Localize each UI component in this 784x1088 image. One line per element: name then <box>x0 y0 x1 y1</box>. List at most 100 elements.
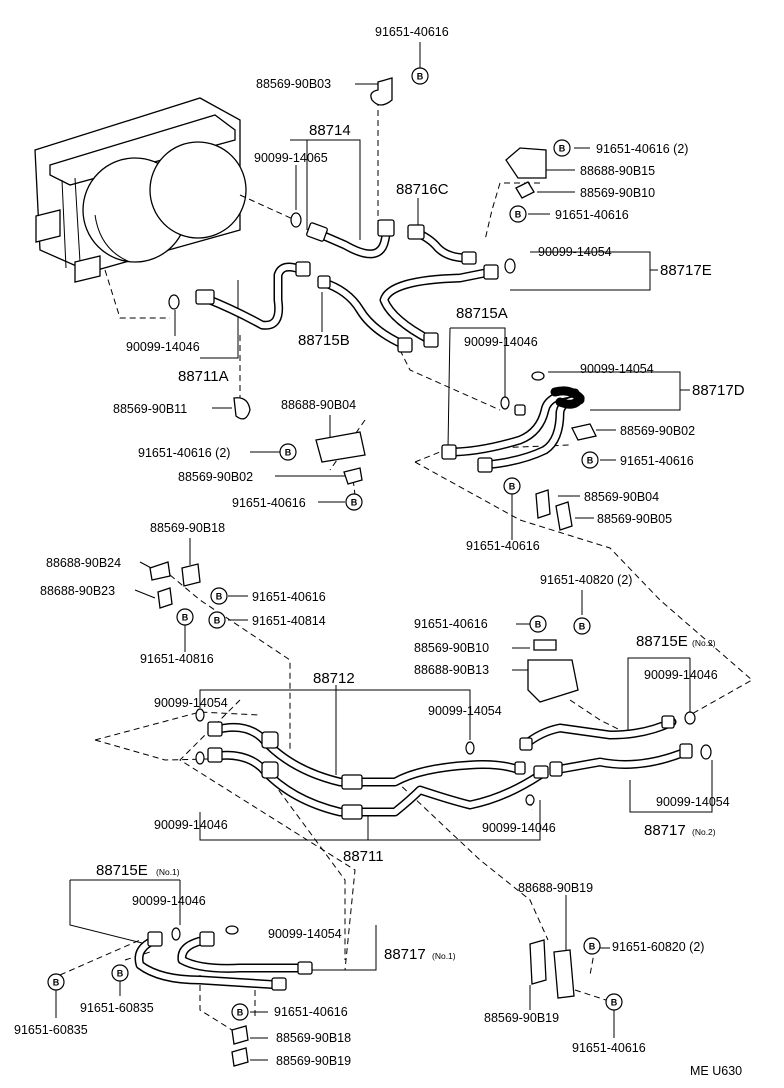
part-label: 91651-40616 <box>232 496 306 510</box>
part-label: 88715E <box>636 633 688 650</box>
bolt-marker-icon: B <box>529 615 547 633</box>
part-label: 88569-90B19 <box>484 1011 559 1025</box>
part-label: 88569-90B04 <box>584 490 659 504</box>
svg-text:B: B <box>535 620 542 630</box>
part-label: 88688-90B19 <box>518 881 593 895</box>
bolt-marker-icon: B <box>176 608 194 626</box>
bolt-marker-icon: B <box>47 973 65 991</box>
part-label: 90099-14054 <box>580 362 654 376</box>
bolt-marker-icon: B <box>573 617 591 635</box>
part-label: 90099-14054 <box>656 795 730 809</box>
bolt-markers: B B B B B B B B B B B B B B B B B <box>47 67 623 1021</box>
footer-code: ME U630 <box>690 1064 742 1078</box>
svg-text:B: B <box>214 616 221 626</box>
svg-text:B: B <box>417 72 424 82</box>
svg-text:B: B <box>285 448 292 458</box>
part-label: 88569-90B02 <box>620 424 695 438</box>
part-label: 90099-14054 <box>538 245 612 259</box>
oil-cooler-illustration <box>34 97 247 283</box>
bolt-marker-icon: B <box>231 1003 249 1021</box>
svg-text:B: B <box>611 998 618 1008</box>
bolt-marker-icon: B <box>208 611 226 629</box>
part-label: 90099-14054 <box>268 927 342 941</box>
part-label: 88569-90B03 <box>256 77 331 91</box>
part-label: (No.1) <box>432 951 456 961</box>
part-label: 88714 <box>309 122 351 139</box>
part-label: 91651-60820 (2) <box>612 940 704 954</box>
part-label: 91651-40616 <box>466 539 540 553</box>
part-label: 88569-90B10 <box>414 641 489 655</box>
part-label: 90099-14054 <box>428 704 502 718</box>
part-label: 91651-60835 <box>80 1001 154 1015</box>
part-label: 91651-40616 (2) <box>596 142 688 156</box>
o-rings <box>168 212 712 941</box>
svg-text:B: B <box>351 498 358 508</box>
part-label: 90099-14046 <box>644 668 718 682</box>
part-label: 88688-90B23 <box>40 584 115 598</box>
part-label: 88688-90B13 <box>414 663 489 677</box>
part-label: 88688-90B04 <box>281 398 356 412</box>
svg-text:B: B <box>53 978 60 988</box>
part-label: (No.2) <box>692 827 716 837</box>
svg-text:B: B <box>216 592 223 602</box>
part-label: 88711 <box>343 848 384 865</box>
part-label: 88716C <box>396 181 449 198</box>
part-labels: 91651-40616 88569-90B03 88714 90099-1406… <box>14 25 745 1078</box>
bolt-marker-icon: B <box>279 443 297 461</box>
part-label: 91651-40820 (2) <box>540 573 632 587</box>
svg-text:B: B <box>509 482 516 492</box>
part-label: 91651-40616 <box>572 1041 646 1055</box>
part-label: 88717 <box>644 822 686 839</box>
part-label: 88715E <box>96 862 148 879</box>
part-label: 90099-14054 <box>154 696 228 710</box>
part-label: (No.2) <box>692 638 716 648</box>
part-label: 91651-40616 <box>375 25 449 39</box>
part-label: 90099-14046 <box>132 894 206 908</box>
svg-text:B: B <box>515 210 522 220</box>
bolt-marker-icon: B <box>509 205 527 223</box>
bolt-marker-icon: B <box>605 993 623 1011</box>
bolt-marker-icon: B <box>210 587 228 605</box>
part-label: 88715B <box>298 332 350 349</box>
part-label: 90099-14046 <box>154 818 228 832</box>
part-label: 88569-90B11 <box>113 402 187 416</box>
part-label: 91651-40814 <box>252 614 326 628</box>
part-label: 91651-40616 (2) <box>138 446 230 460</box>
clamps-and-brackets <box>149 77 597 1067</box>
part-label: 88717E <box>660 262 712 279</box>
part-label: 91651-60835 <box>14 1023 88 1037</box>
part-label: 88569-90B10 <box>580 186 655 200</box>
bolt-marker-icon: B <box>553 139 571 157</box>
part-label: 88715A <box>456 305 508 322</box>
part-label: 88569-90B18 <box>276 1031 351 1045</box>
part-label: 88569-90B19 <box>276 1054 351 1068</box>
part-label: 88717 <box>384 946 426 963</box>
part-label: 91651-40616 <box>620 454 694 468</box>
part-label: (No.1) <box>156 867 180 877</box>
svg-text:B: B <box>182 613 189 623</box>
svg-text:B: B <box>117 969 124 979</box>
pipe-fittings <box>147 219 693 991</box>
part-label: 88569-90B05 <box>597 512 672 526</box>
svg-text:B: B <box>589 942 596 952</box>
part-label: 91651-40616 <box>252 590 326 604</box>
svg-text:B: B <box>559 144 566 154</box>
part-label: 91651-40616 <box>414 617 488 631</box>
part-label: 90099-14046 <box>482 821 556 835</box>
part-label: 88688-90B24 <box>46 556 121 570</box>
part-label: 88712 <box>313 670 355 687</box>
bolt-marker-icon: B <box>411 67 429 85</box>
bolt-marker-icon: B <box>111 964 129 982</box>
svg-text:B: B <box>237 1008 244 1018</box>
part-label: 91651-40616 <box>274 1005 348 1019</box>
part-label: 90099-14046 <box>126 340 200 354</box>
bolt-marker-icon: B <box>583 937 601 955</box>
part-label: 88711A <box>178 368 229 385</box>
part-label: 90099-14065 <box>254 151 328 165</box>
part-label: 91651-40816 <box>140 652 214 666</box>
part-label: 90099-14046 <box>464 335 538 349</box>
part-label: 91651-40616 <box>555 208 629 222</box>
bolt-marker-icon: B <box>345 493 363 511</box>
part-label: 88688-90B15 <box>580 164 655 178</box>
